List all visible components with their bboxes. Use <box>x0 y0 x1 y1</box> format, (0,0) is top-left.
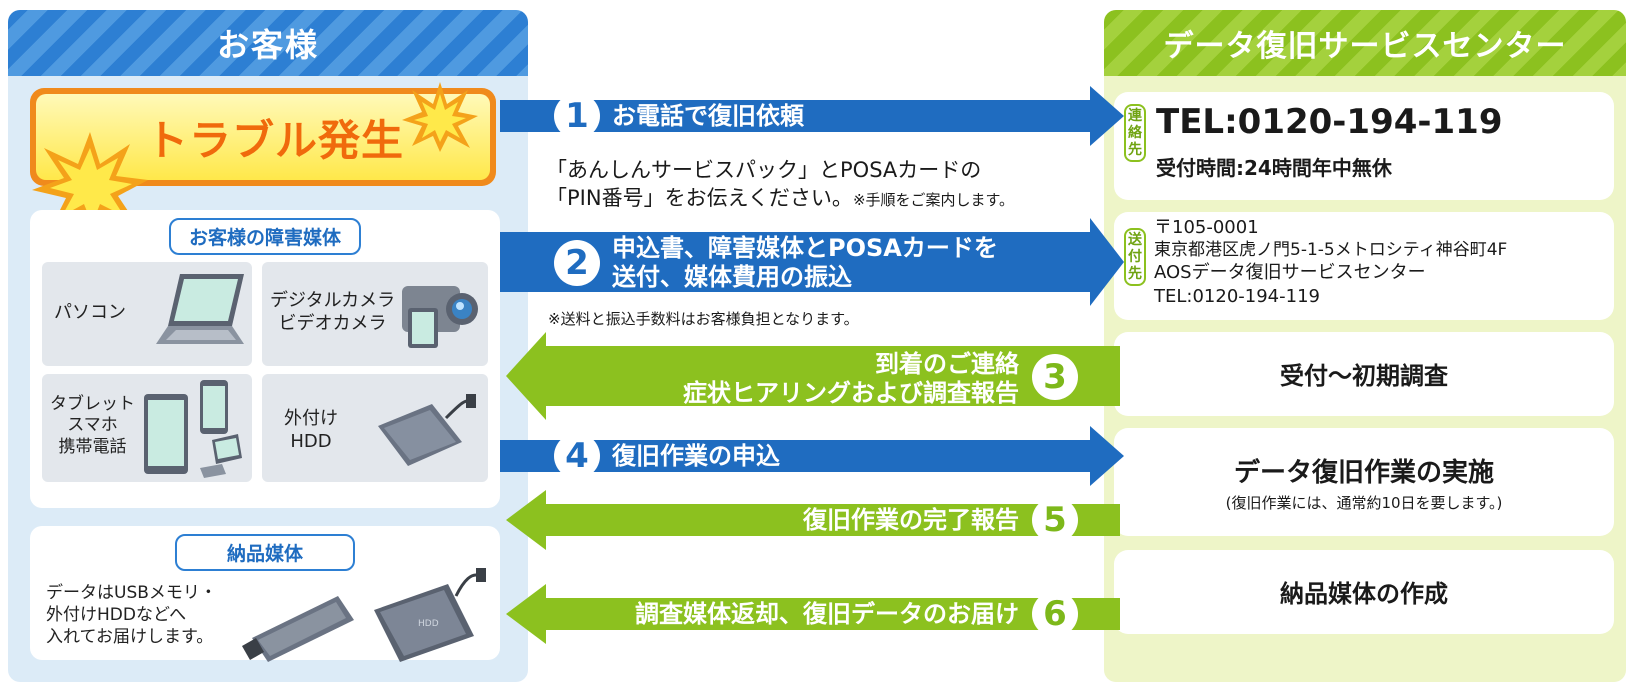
step-6-text: 調査媒体返却、復旧データのお届け <box>635 600 1019 628</box>
media-item-camera: デジタルカメラ ビデオカメラ <box>262 262 488 366</box>
arrow-step-3 <box>506 332 1120 420</box>
address-tag: 送 付 先 <box>1124 228 1146 287</box>
media-label-hdd: 外付け HDD <box>284 408 338 452</box>
delivery-media-box: 納品媒体 データはUSBメモリ・ 外付けHDDなどへ 入れてお届けします。 HD… <box>30 526 500 662</box>
delivery-description: データはUSBメモリ・ 外付けHDDなどへ 入れてお届けします。 <box>46 583 217 648</box>
media-label-tablet: タブレット スマホ 携帯電話 <box>50 394 135 457</box>
contact-tel: TEL:0120-194-119 <box>1156 102 1503 142</box>
arrow-step-2 <box>500 218 1124 306</box>
hdd-device-label: HDD <box>418 619 439 629</box>
customer-media-box: お客様の障害媒体 パソコン デジタルカメラ ビデオカメラ タブレット スマホ <box>30 210 500 508</box>
reception-box: 受付〜初期調査 <box>1114 332 1614 416</box>
media-item-tablet: タブレット スマホ 携帯電話 <box>42 374 252 482</box>
step-number-1: 1 <box>554 93 600 139</box>
step-number-3: 3 <box>1032 354 1078 400</box>
delivery-creation-label: 納品媒体の作成 <box>1280 580 1448 608</box>
arrow-step-4 <box>500 426 1124 486</box>
step-3-text: 到着のご連絡 症状ヒアリングおよび調査報告 <box>683 350 1019 408</box>
laptop-icon <box>156 274 244 344</box>
usb-hdd-icon: HDD <box>242 568 486 662</box>
step-number-5: 5 <box>1032 497 1078 543</box>
contact-tag: 連 絡 先 <box>1124 104 1146 163</box>
contact-hours: 受付時間:24時間年中無休 <box>1156 156 1392 180</box>
media-item-pc: パソコン <box>42 262 252 366</box>
media-label-pc: パソコン <box>54 302 126 323</box>
recovery-work-label: データ復旧作業の実施 <box>1233 458 1494 488</box>
recovery-work-note: (復旧作業には、通常約10日を要します。) <box>1225 494 1503 512</box>
step-5-text: 復旧作業の完了報告 <box>803 506 1019 534</box>
burst-icon <box>402 82 478 152</box>
media-item-hdd: 外付け HDD <box>262 374 488 482</box>
step-1-text: お電話で復旧依頼 <box>612 102 804 130</box>
recovery-work-box: データ復旧作業の実施 (復旧作業には、通常約10日を要します。) <box>1114 428 1614 536</box>
step-number-6: 6 <box>1032 591 1078 637</box>
media-box-title: お客様の障害媒体 <box>168 218 362 255</box>
delivery-box-title: 納品媒体 <box>174 534 356 571</box>
media-label-camera: デジタルカメラ ビデオカメラ <box>270 290 396 334</box>
arrow-step-6 <box>506 584 1120 644</box>
step-number-4: 4 <box>554 433 600 479</box>
reception-label: 受付〜初期調査 <box>1280 362 1448 390</box>
contact-box: 連 絡 先 TEL:0120-194-119 受付時間:24時間年中無休 <box>1114 92 1614 200</box>
arrow-step-5 <box>506 490 1120 550</box>
delivery-creation-box: 納品媒体の作成 <box>1114 550 1614 634</box>
customer-panel-title: お客様 <box>8 10 528 76</box>
step-1-note: 「あんしんサービスパック」とPOSAカードの 「PIN番号」をお伝えください。※… <box>546 158 1015 211</box>
step-2-note: ※送料と振込手数料はお客様負担となります。 <box>548 310 859 328</box>
address-box: 送 付 先 〒105-0001 東京都港区虎ノ門5-1-5メトロシティ神谷町4F… <box>1114 212 1614 320</box>
step-2-text: 申込書、障害媒体とPOSAカードを 送付、媒体費用の振込 <box>612 234 998 292</box>
arrow-step-1 <box>500 86 1124 146</box>
step-4-text: 復旧作業の申込 <box>612 442 780 470</box>
tablet-phone-icon <box>144 380 242 478</box>
service-center-title: データ復旧サービスセンター <box>1104 10 1626 76</box>
address-text: 〒105-0001 東京都港区虎ノ門5-1-5メトロシティ神谷町4F AOSデー… <box>1154 217 1508 307</box>
external-hdd-icon <box>378 394 476 466</box>
video-camera-icon <box>402 286 478 348</box>
step-number-2: 2 <box>554 240 600 286</box>
service-center-panel: データ復旧サービスセンター 連 絡 先 TEL:0120-194-119 受付時… <box>1104 10 1626 682</box>
